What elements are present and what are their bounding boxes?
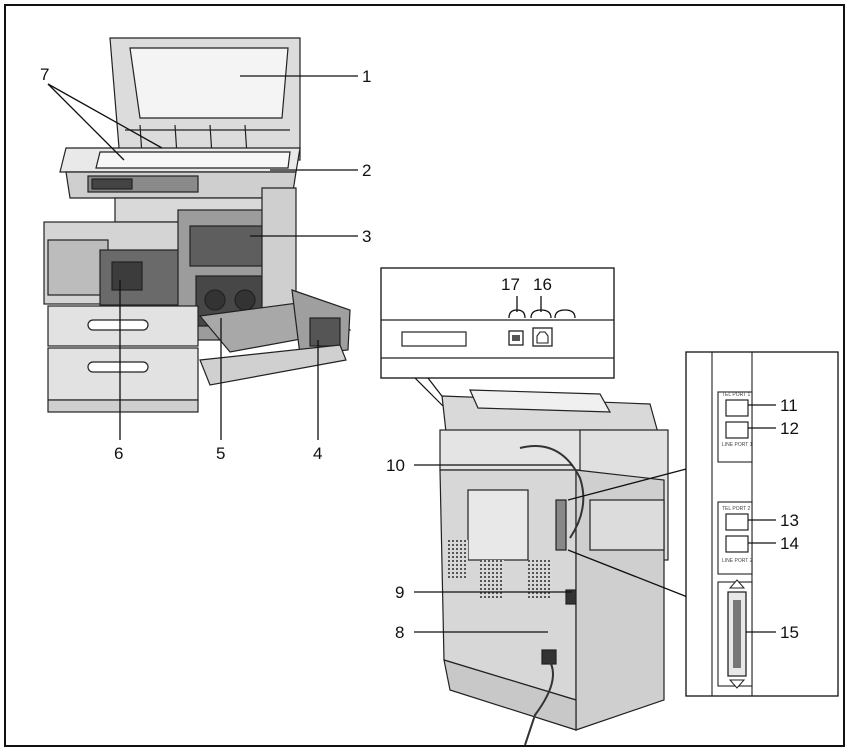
line-port-2-icon [725, 535, 749, 553]
callout-3: 3 [362, 227, 371, 246]
callout-15: 15 [780, 623, 799, 642]
callout-2: 2 [362, 161, 371, 180]
callout-10: 10 [386, 456, 405, 475]
line-port-2-label: LINE PORT 2 [722, 558, 753, 564]
fax-ports-inset: TEL PORT 1 LINE PORT 1 TEL PORT 2 LINE P… [685, 351, 839, 697]
callout-17: 17 [501, 275, 520, 294]
callout-6: 6 [114, 444, 123, 463]
callout-9: 9 [395, 583, 404, 602]
callout-16: 16 [533, 275, 552, 294]
callout-14: 14 [780, 534, 799, 553]
callout-11: 11 [780, 396, 798, 415]
callout-8: 8 [395, 623, 404, 642]
tel-port-1-icon [725, 399, 749, 417]
callout-7: 7 [40, 65, 49, 84]
callout-numbers: 1 2 3 4 5 6 7 8 9 10 11 12 13 14 15 16 1… [40, 65, 799, 642]
tel-port-2-icon [725, 513, 749, 531]
line-port-1-label: LINE PORT 1 [722, 442, 753, 448]
callout-1: 1 [362, 67, 371, 86]
front-machine-illustration [43, 37, 352, 413]
tel-port-2-label: TEL PORT 2 [722, 506, 750, 512]
callout-5: 5 [216, 444, 225, 463]
usb-lan-inset [380, 267, 615, 409]
rear-machine-illustration [439, 389, 669, 746]
leader-lines-right [414, 464, 691, 633]
tel-port-1-label: TEL PORT 1 [722, 392, 750, 398]
lan-port-icon [532, 327, 553, 347]
line-port-1-icon [725, 421, 749, 439]
callout-13: 13 [780, 511, 799, 530]
leader-lines-left [47, 75, 358, 440]
callout-12: 12 [780, 419, 799, 438]
callout-4: 4 [313, 444, 322, 463]
